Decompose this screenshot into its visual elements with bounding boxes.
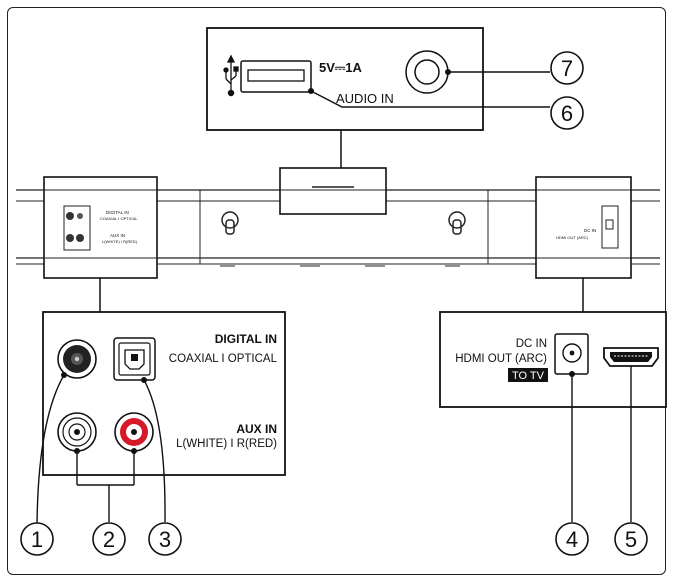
aux-in-subtitle: L(WHITE) I R(RED) <box>176 438 277 450</box>
dc-in-label: DC IN <box>516 338 547 350</box>
soundbar-hdmi-small: HDMI OUT (ARC) <box>556 235 589 240</box>
soundbar-dc-in-small: DC IN <box>584 228 596 233</box>
svg-text:1: 1 <box>31 527 43 552</box>
soundbar-aux-sub-small: L(WHITE) I R(RED) <box>102 239 138 244</box>
usb-icon <box>223 54 239 97</box>
aux-white-jack <box>57 412 97 452</box>
usb-port <box>240 60 312 93</box>
soundbar-digital-in-small: DIGITAL IN <box>106 210 129 215</box>
left-detail-panel: DIGITAL IN COAXIAL I OPTICAL AUX IN L(WH… <box>42 311 286 476</box>
callout-5: 5 <box>614 522 648 556</box>
top-panel: 5V⎓1A AUDIO IN <box>206 27 484 131</box>
keyhole-left-icon <box>221 211 239 235</box>
keyhole-right-icon <box>448 211 466 235</box>
callout-3: 3 <box>148 522 182 556</box>
aux-red-jack <box>114 412 154 452</box>
callout-7: 7 <box>550 51 584 85</box>
callout-1: 1 <box>20 522 54 556</box>
svg-text:5: 5 <box>625 527 637 552</box>
hdmi-port <box>603 347 659 367</box>
soundbar-coaxial-optical-small: COAXIAL I OPTICAL <box>100 216 138 221</box>
to-tv-badge <box>508 368 548 382</box>
svg-text:7: 7 <box>561 56 573 81</box>
svg-text:4: 4 <box>566 527 578 552</box>
audio-in-label: AUDIO IN <box>336 91 394 106</box>
right-detail-panel: DC IN HDMI OUT (ARC) TO TV <box>439 311 667 408</box>
soundbar-aux-in-small: AUX IN <box>110 233 125 238</box>
callout-6: 6 <box>550 96 584 130</box>
svg-text:6: 6 <box>561 101 573 126</box>
power-rating-label: 5V⎓1A <box>319 60 363 75</box>
soundbar-left-connector-area: DIGITAL IN COAXIAL I OPTICAL AUX IN L(WH… <box>43 176 158 279</box>
leader-lines <box>36 71 632 527</box>
callout-4: 4 <box>555 522 589 556</box>
coaxial-jack <box>57 339 97 379</box>
leader-dots <box>61 69 575 454</box>
svg-text:2: 2 <box>103 527 115 552</box>
digital-in-subtitle: COAXIAL I OPTICAL <box>169 353 278 365</box>
hdmi-out-label: HDMI OUT (ARC) <box>455 353 547 365</box>
aux-in-title: AUX IN <box>236 422 277 436</box>
callout-2: 2 <box>92 522 126 556</box>
audio-in-jack <box>405 50 449 94</box>
soundbar-right-connector-area: DC IN HDMI OUT (ARC) <box>535 176 632 279</box>
optical-port <box>113 337 156 381</box>
to-tv-label: TO TV <box>512 370 545 382</box>
digital-in-title: DIGITAL IN <box>215 332 277 346</box>
svg-text:3: 3 <box>159 527 171 552</box>
dc-in-port <box>554 333 589 375</box>
soundbar-center-port-area <box>279 167 387 215</box>
outer-frame <box>7 7 666 575</box>
